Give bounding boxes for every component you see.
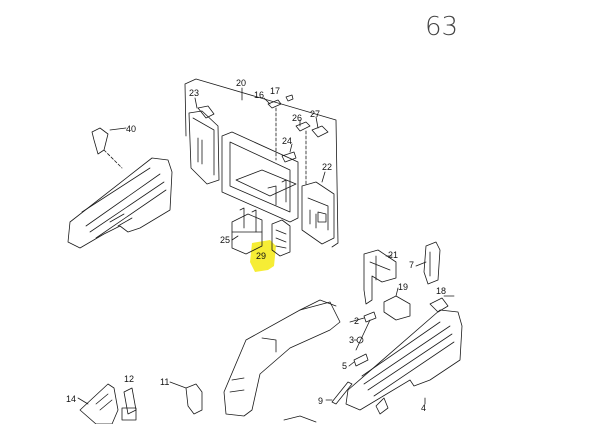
- callout-12: 12: [124, 374, 134, 384]
- lower-housing: [223, 299, 341, 423]
- callout-20: 20: [236, 78, 246, 88]
- callout-4: 4: [421, 403, 426, 413]
- callout-21: 21: [388, 250, 398, 260]
- callout-16: 16: [254, 90, 264, 100]
- part-18-fastener: [429, 295, 455, 313]
- callout-24: 24: [282, 136, 292, 146]
- leader-25: [231, 235, 239, 241]
- callout-9: 9: [318, 396, 323, 406]
- callout-23: 23: [189, 88, 199, 98]
- group-outline-20: [184, 78, 339, 248]
- callout-2: 2: [354, 316, 359, 326]
- part-12-strap: [121, 387, 137, 421]
- part-7-hinge: [423, 241, 441, 285]
- part-22-plate: [301, 181, 335, 245]
- part-11-bracket: [185, 383, 203, 415]
- leader-2: [349, 317, 365, 323]
- part-29-strip: [271, 219, 291, 257]
- callout-18: 18: [436, 286, 446, 296]
- callout-17: 17: [270, 86, 280, 96]
- leader-24: [289, 143, 293, 153]
- callout-29: 29: [256, 251, 266, 261]
- part-9-rod: [331, 381, 353, 405]
- part-14-arm: [79, 383, 119, 424]
- leader-27: [315, 116, 319, 129]
- leader-11: [169, 381, 187, 389]
- part-40-side-panel-left: [67, 127, 173, 249]
- callout-3: 3: [349, 335, 354, 345]
- part-26-27-clips: [295, 121, 329, 187]
- callout-27: 27: [310, 109, 320, 119]
- leader-40: [109, 127, 127, 131]
- leader-14: [77, 397, 89, 405]
- leader-5: [348, 361, 355, 367]
- leader-23: [194, 97, 198, 109]
- highlight-part-29: [250, 240, 276, 272]
- callout-5: 5: [342, 361, 347, 371]
- leader-22: [321, 171, 326, 183]
- part-23-bracket: [188, 105, 220, 185]
- callout-25: 25: [220, 235, 230, 245]
- part-19-clip: [383, 287, 411, 321]
- page-number: 63: [425, 12, 458, 42]
- part-25-bracket: [231, 207, 263, 255]
- callout-11: 11: [160, 377, 169, 387]
- callout-40: 40: [126, 124, 136, 134]
- callout-22: 22: [322, 162, 332, 172]
- callout-26: 26: [292, 113, 302, 123]
- callout-19: 19: [398, 282, 408, 292]
- callout-7: 7: [409, 260, 414, 270]
- part-24-frame-panel: [221, 131, 299, 223]
- callout-14: 14: [66, 394, 76, 404]
- part-16-17-screws: [267, 94, 294, 161]
- leader-7: [415, 261, 427, 267]
- part-4-side-panel-right: [345, 309, 463, 415]
- part-2-pin: [355, 311, 377, 351]
- part-5-bolt: [353, 353, 369, 367]
- leader-16: [263, 97, 271, 105]
- part-24-clip: [281, 151, 297, 163]
